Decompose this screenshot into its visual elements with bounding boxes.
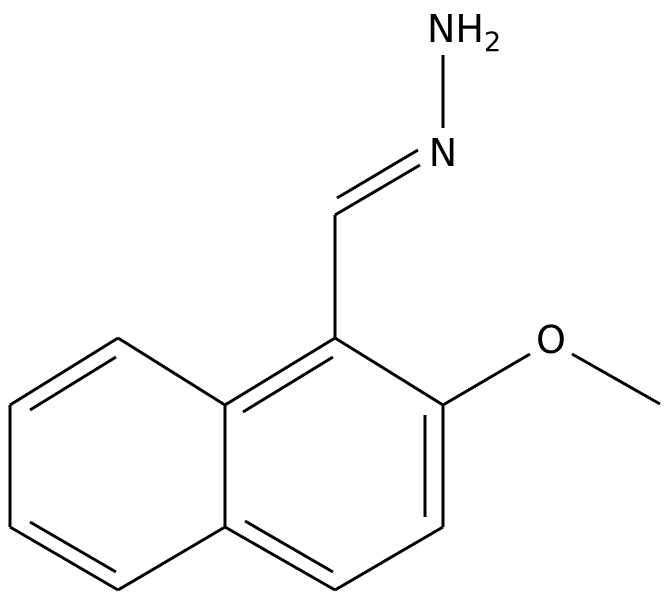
atom-label-nh2: NH2 — [427, 7, 501, 58]
bond-c5-c4a — [117, 525, 226, 592]
bond-c8-c7-inner — [29, 355, 117, 412]
bond-c8a-c8 — [117, 336, 226, 407]
atom-label-nh2-subscript: 2 — [484, 27, 501, 58]
bond-c8a-c1 — [224, 336, 336, 407]
bond-o-ch3 — [571, 352, 661, 406]
bond-c3-c4 — [334, 525, 444, 592]
bond-c6-c5 — [9, 525, 119, 592]
atom-label-o: O — [536, 318, 566, 362]
bond-c6-c5-inner — [29, 520, 117, 574]
atom-labels: O N NH2 — [427, 7, 566, 362]
atom-label-n: N — [429, 131, 457, 175]
bond-c8-c7 — [9, 336, 119, 407]
bond-c4-c4a — [224, 525, 336, 592]
bond-c2-o — [442, 352, 531, 407]
bond-ch-n — [334, 163, 421, 217]
bond-ch-n-inner — [336, 148, 419, 200]
bonds — [8, 55, 661, 592]
bond-c1-c2 — [334, 336, 444, 407]
bond-c4-c4a-inner — [244, 519, 334, 574]
atom-label-nh2-symbol: NH — [427, 7, 484, 51]
bond-c8a-c1-inner — [242, 355, 334, 414]
